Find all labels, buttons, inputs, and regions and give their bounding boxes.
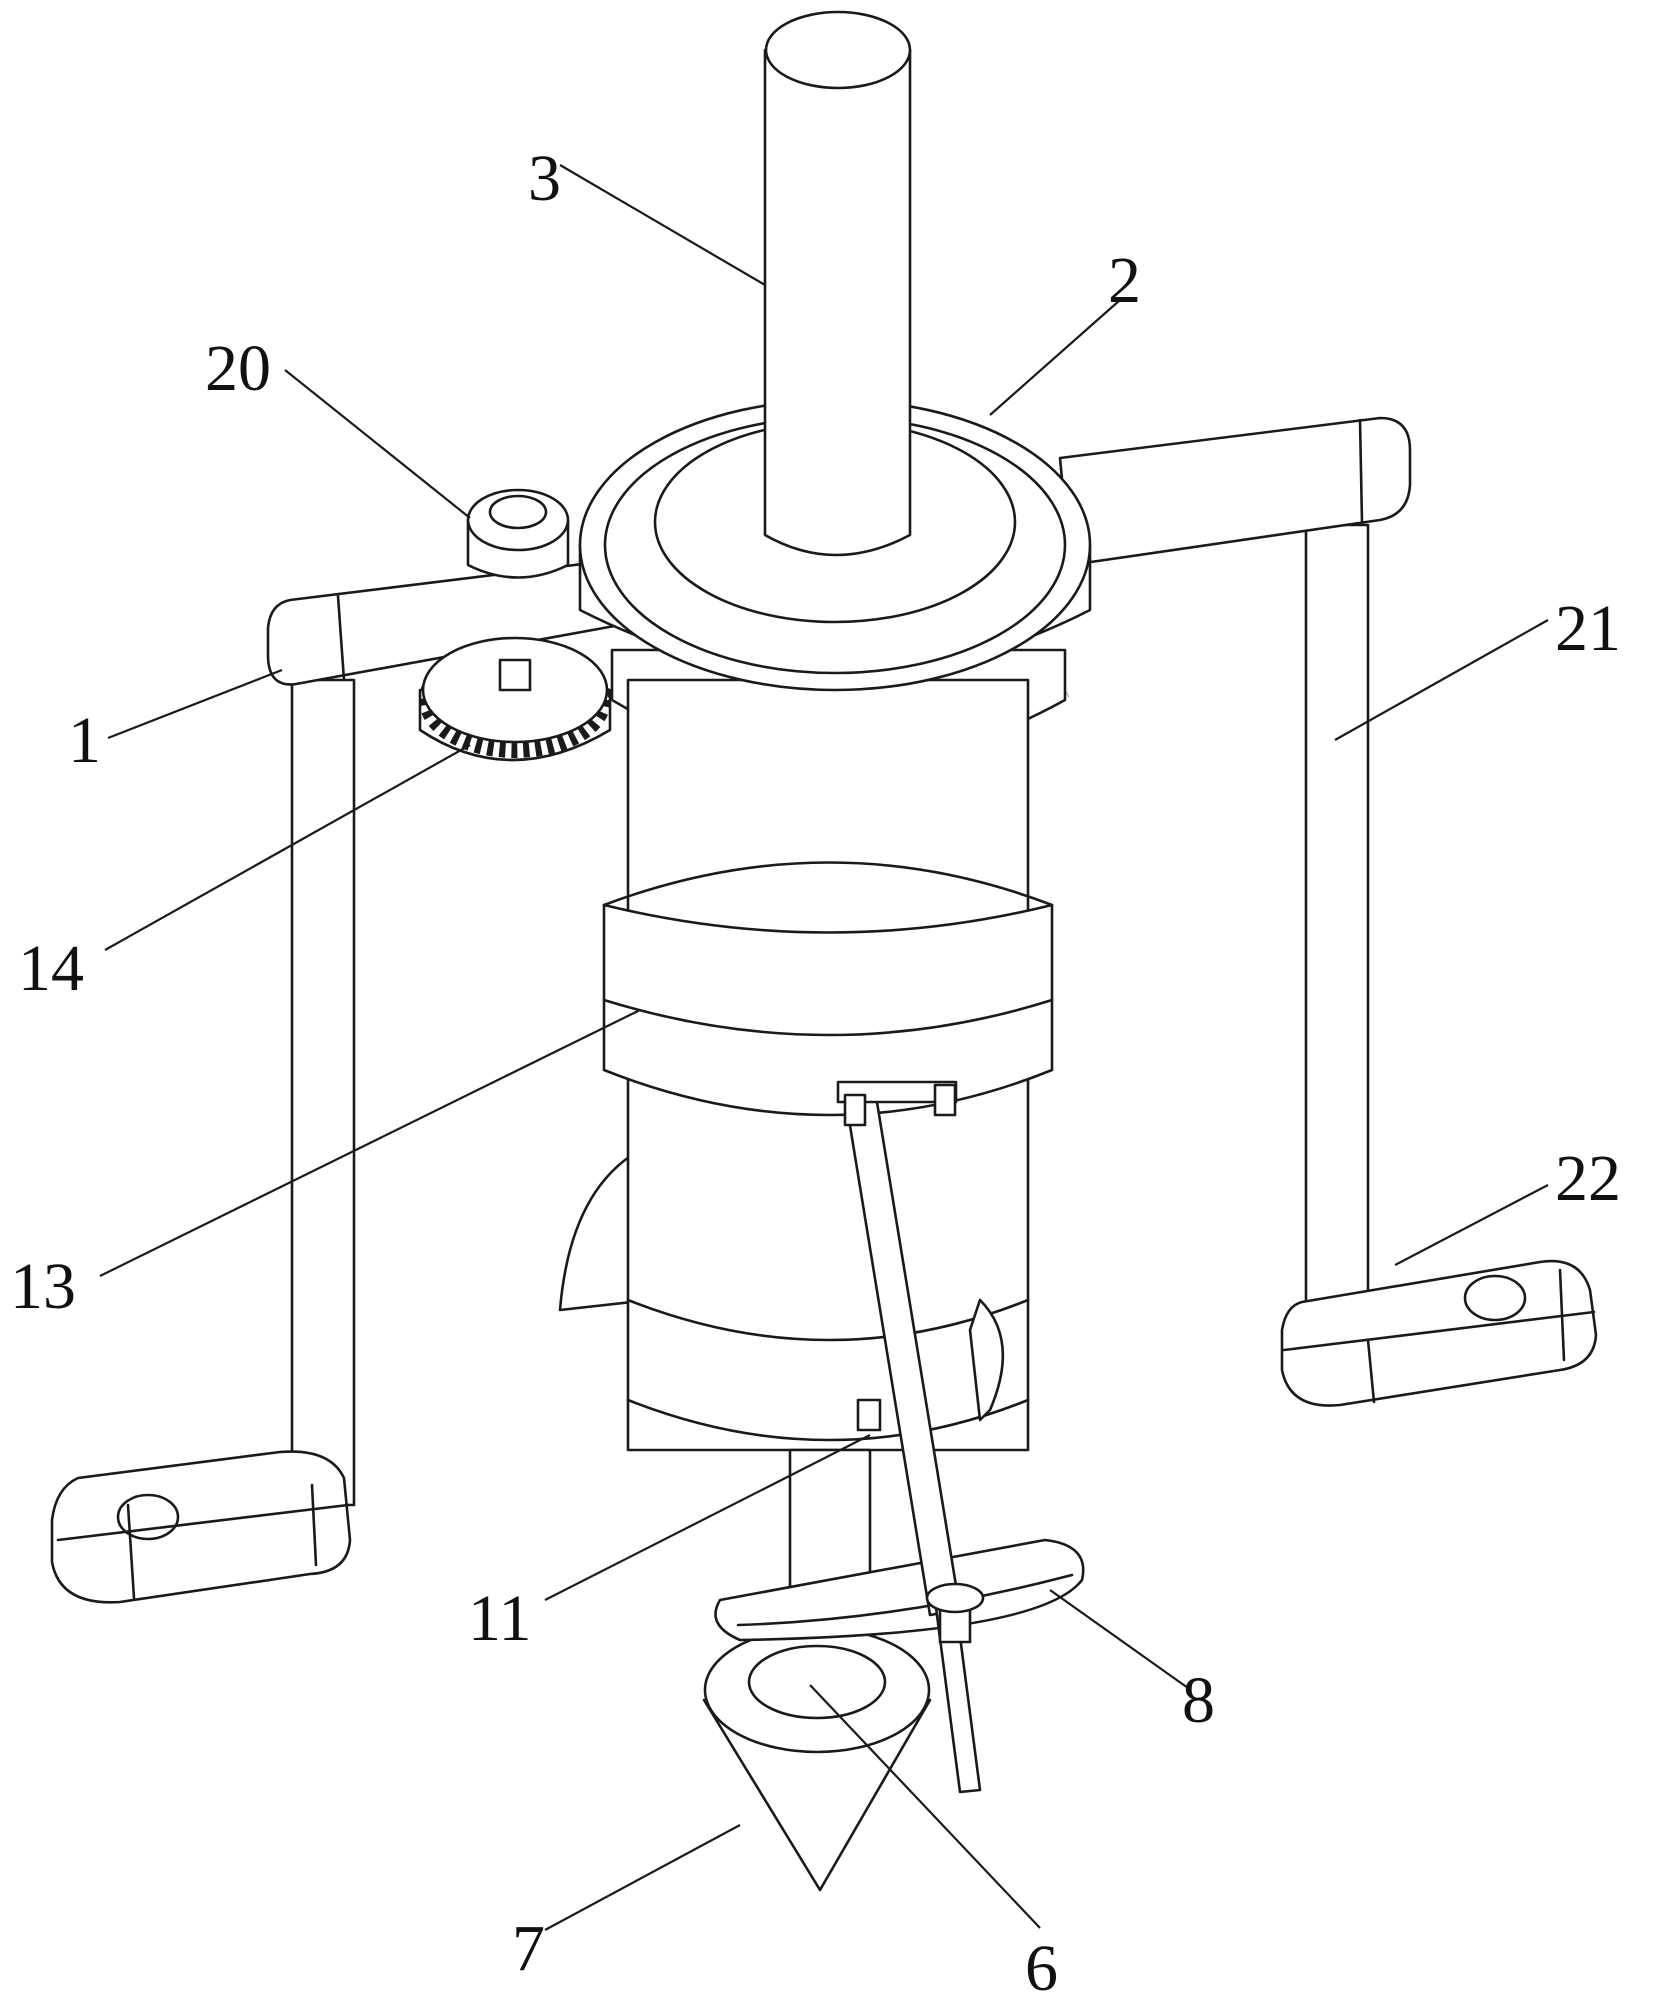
label-3: 3 [528, 142, 561, 215]
left-leg [50, 678, 356, 1604]
label-7: 7 [512, 1912, 545, 1985]
label-1: 1 [68, 704, 101, 777]
right-leg [1280, 523, 1598, 1407]
main-barrel [602, 678, 1054, 1452]
top-shaft [763, 10, 912, 557]
leader-lines [99, 164, 1549, 1931]
plate [714, 1538, 1085, 1642]
small-gear [418, 636, 612, 762]
label-11: 11 [468, 1582, 532, 1655]
label-22: 22 [1555, 1142, 1621, 1215]
knob [466, 488, 570, 579]
label-6: 6 [1025, 1932, 1058, 2005]
label-20: 20 [205, 332, 271, 405]
label-2: 2 [1108, 244, 1141, 317]
cone [702, 1626, 932, 1892]
label-14: 14 [18, 932, 84, 1005]
label-8: 8 [1182, 1664, 1215, 1737]
frame-left-arm [266, 558, 622, 686]
reference-numerals: 3 2 20 1 14 13 21 22 11 8 7 6 [10, 142, 1621, 2005]
link-arm [836, 1080, 985, 1794]
label-21: 21 [1555, 592, 1621, 665]
frame-right-arm [1058, 416, 1412, 567]
label-13: 13 [10, 1250, 76, 1323]
